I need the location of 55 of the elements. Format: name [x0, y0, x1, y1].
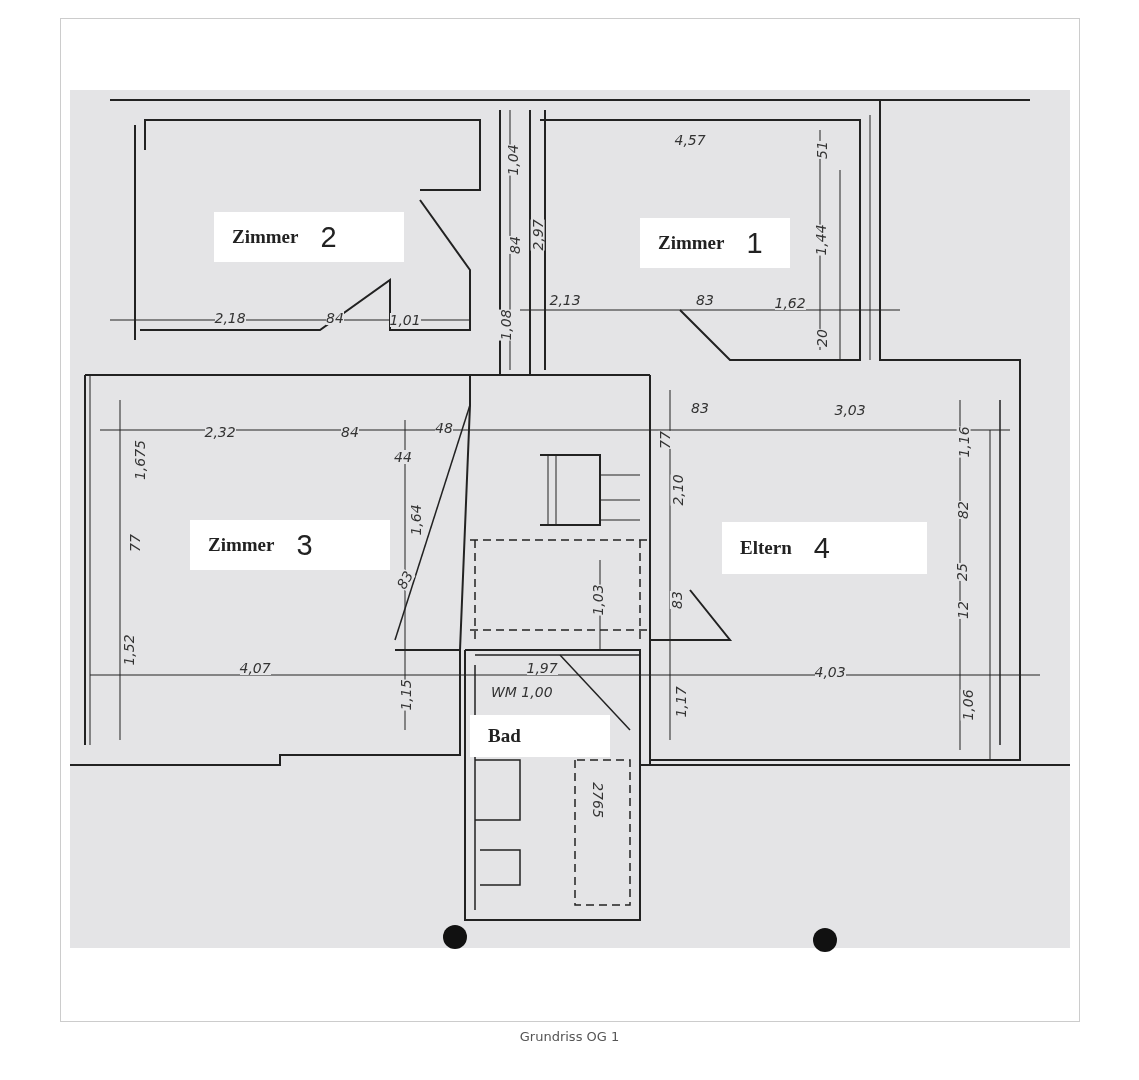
room-name: Zimmer: [232, 226, 299, 248]
room-label: [470, 715, 610, 757]
dimension-label: 1,64: [408, 504, 423, 536]
room-name: Zimmer: [208, 534, 275, 556]
dimension-label: 2765: [590, 782, 605, 818]
dimension-label: 25: [954, 563, 969, 581]
dimension-label: 84: [326, 311, 344, 325]
dimension-label: 4,03: [814, 665, 846, 679]
dimension-label: WM 1,00: [491, 685, 553, 699]
dimension-label: 1,52: [121, 634, 136, 666]
dimension-label: 20: [814, 329, 829, 347]
room-number: 3: [296, 528, 313, 562]
dimension-label: 1,16: [956, 426, 971, 458]
dimension-label: 4,07: [239, 661, 271, 675]
room-name: Bad: [488, 725, 521, 747]
dimension-label: 1,08: [498, 309, 513, 341]
dimension-label: 48: [435, 421, 453, 435]
dimension-label: 44: [394, 450, 412, 464]
dimension-label: 82: [955, 501, 970, 519]
dimension-label: 77: [657, 431, 672, 449]
dimension-label: 12: [955, 601, 970, 619]
dimension-label: 1,01: [389, 313, 421, 327]
room-name: Eltern: [740, 537, 792, 559]
dimension-label: 1,04: [505, 144, 520, 176]
dimension-label: 1,44: [813, 224, 828, 256]
room-number: 2: [320, 220, 337, 254]
dimension-label: 1,06: [960, 689, 975, 721]
dimension-label: 84: [341, 425, 359, 439]
room-label: [214, 212, 404, 262]
dimension-label: 1,03: [590, 584, 605, 616]
dimension-label: 1,15: [398, 679, 413, 711]
room-name: Zimmer: [658, 232, 725, 254]
dimension-label: 83: [669, 591, 684, 609]
room-label: [190, 520, 390, 570]
room-number: 4: [813, 531, 830, 565]
room-number: 1: [746, 226, 763, 260]
dimension-label: 1,675: [133, 439, 148, 481]
dimension-label: 77: [127, 534, 142, 552]
dimension-label: 1,97: [526, 661, 558, 675]
dimension-label: 1,17: [673, 686, 688, 718]
dimension-label: 2,32: [204, 425, 236, 439]
dimension-label: 51: [814, 141, 829, 159]
caption: Grundriss OG 1: [519, 1029, 620, 1044]
room-label: [640, 218, 790, 268]
dimension-label: 3,03: [834, 403, 866, 417]
dimension-label: 83: [691, 401, 709, 415]
dimension-label: 84: [507, 236, 522, 254]
room-label: [722, 522, 927, 574]
dimension-label: 2,18: [214, 311, 246, 325]
dimension-label: 2,97: [530, 219, 545, 251]
dimension-label: 4,57: [674, 133, 706, 147]
dimension-label: 83: [696, 293, 714, 307]
dimension-label: 2,10: [670, 474, 685, 506]
dimension-label: 2,13: [549, 293, 581, 307]
dimension-label: 1,62: [774, 296, 806, 310]
